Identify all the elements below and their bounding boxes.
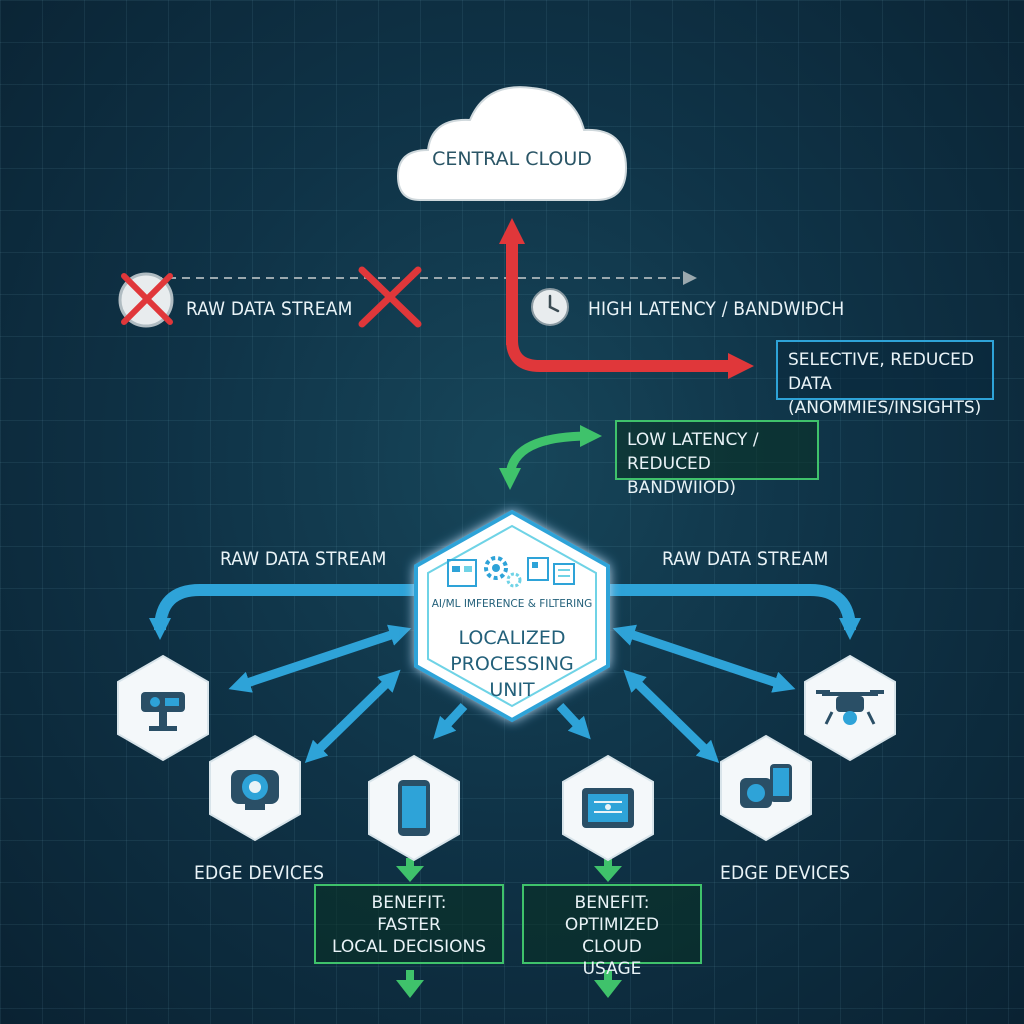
device-drone — [804, 654, 896, 762]
device-smartphone — [368, 754, 460, 862]
arrow-to-sensor — [228, 624, 412, 693]
arrow-to-drone — [612, 624, 796, 693]
arrow-to-board — [556, 702, 591, 740]
ai-tools-icon — [447, 556, 575, 588]
device-camera — [209, 734, 301, 842]
right-raw-stream-label: RAW DATA STREAM — [662, 548, 829, 570]
selective-data-box: SELECTIVE, REDUCED DATA (ANOMMIES/INSIGH… — [776, 340, 994, 418]
benefit-box-1: BENEFIT: FASTER LOCAL DECISIONS — [314, 884, 504, 964]
clock-icon — [531, 288, 569, 326]
processing-title-line-2: PROCESSING — [450, 653, 574, 675]
device-circuit-board — [562, 754, 654, 862]
benefit-1-line-1: BENEFIT: — [371, 893, 447, 913]
edge-devices-label-left: EDGE DEVICES — [194, 862, 325, 884]
selective-line-1: SELECTIVE, REDUCED DATA — [788, 350, 974, 394]
benefit-1-line-2: FASTER — [377, 915, 441, 935]
right-raw-stream-arrow — [606, 584, 861, 640]
cloud-label: CENTRAL CLOUD — [432, 148, 592, 170]
high-latency-label: HIGH LATENCY / BANDWIÐCH — [588, 298, 845, 320]
central-cloud: CENTRAL CLOUD — [398, 80, 626, 202]
red-right-arrow — [506, 339, 754, 379]
processing-title-line-1: LOCALIZED — [458, 627, 566, 649]
processing-unit-title: LOCALIZED PROCESSING UNIT — [420, 625, 604, 703]
benefit-box-2: BENEFIT: OPTIMIZED CLOUD USAGE — [522, 884, 702, 979]
arrow-to-phone — [433, 702, 468, 740]
device-camera-phone — [720, 734, 812, 842]
smartphone-icon — [398, 780, 430, 836]
arrow-to-camera — [304, 669, 401, 763]
arrow-to-camphone — [623, 669, 720, 763]
camera-phone-icon — [740, 764, 792, 808]
selective-line-2: (ANOMMIES/INSIGHTS) — [788, 398, 982, 418]
device-sensor — [117, 654, 209, 762]
low-latency-box: LOW LATENCY / REDUCED BANDWIIOD) — [615, 420, 819, 498]
left-raw-stream-arrow — [149, 584, 418, 640]
camera-icon — [231, 770, 279, 810]
left-raw-stream-label: RAW DATA STREAM — [220, 548, 387, 570]
low-latency-line-1: LOW LATENCY / — [627, 430, 759, 450]
benefit-2-line-2: OPTIMIZED CLOUD — [564, 915, 660, 957]
blocked-x-icon-1 — [118, 272, 174, 328]
central-cloud-shape — [396, 86, 628, 201]
benefit-2-line-3: USAGE — [582, 959, 642, 979]
sensor-icon — [141, 692, 185, 731]
green-curved-arrow — [499, 425, 602, 490]
low-latency-line-2: REDUCED BANDWIIOD) — [627, 454, 737, 498]
raw-stream-label-top: RAW DATA STREAM — [186, 298, 353, 320]
edge-devices-label-right: EDGE DEVICES — [720, 862, 851, 884]
processing-title-line-3: UNIT — [489, 679, 535, 701]
blocked-x-icon-2 — [358, 266, 422, 328]
drone-icon — [816, 690, 884, 725]
device-hexagons — [117, 654, 896, 862]
benefit-1-line-3: LOCAL DECISIONS — [331, 937, 487, 957]
benefit-2-line-1: BENEFIT: — [574, 893, 650, 913]
processing-unit-subtitle: AI/ML IMFERENCE & FILTERING — [431, 598, 593, 610]
circuit-board-icon — [582, 788, 634, 828]
processing-unit-hexagon — [414, 509, 610, 723]
